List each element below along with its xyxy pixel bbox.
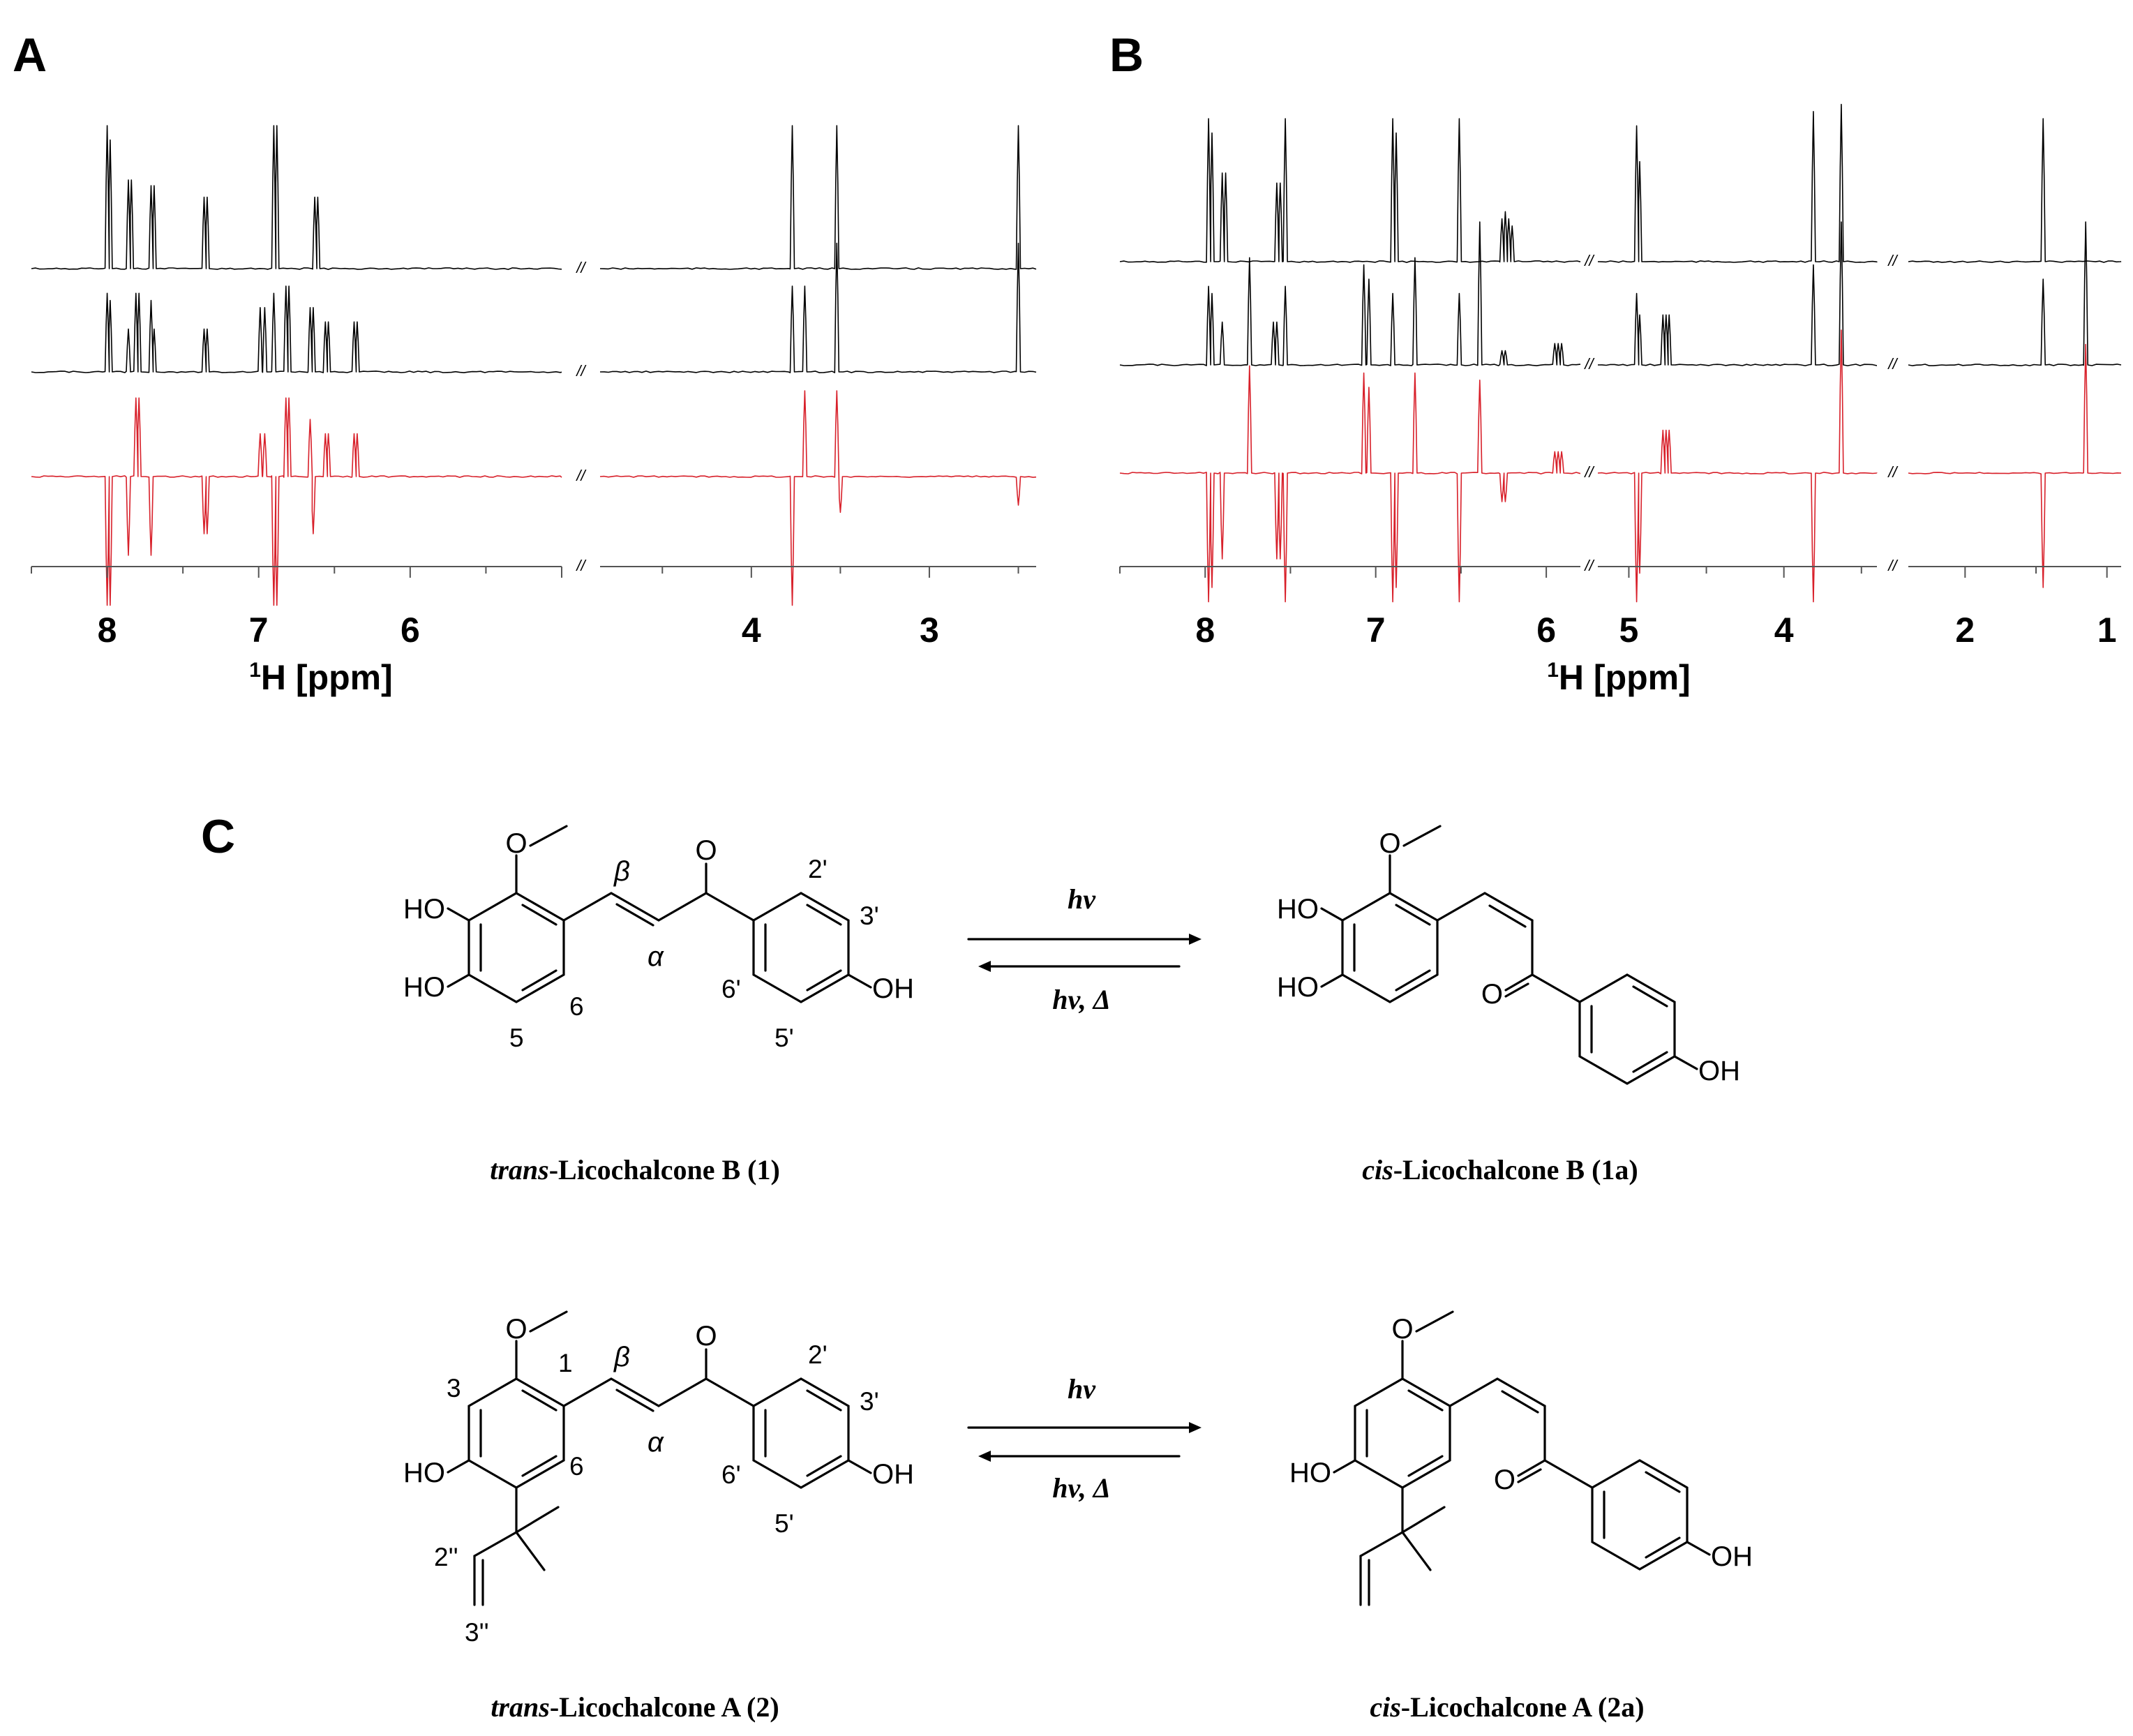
atom-o-carbonyl-2a: O [1494,1465,1515,1495]
label-1-2: 1 [558,1349,573,1377]
atom-oh-4p-1a: OH [1698,1056,1740,1086]
x-tick-label: 1 [2097,611,2117,650]
axis-break-marker: // [1583,557,1594,574]
compound-name-2a: cis-Licochalcone A (2a) [1370,1691,1644,1723]
panel-label-b: B [1109,29,1144,82]
label-3p-2: 3' [860,1387,879,1416]
label-6p-2: 6' [721,1460,741,1489]
nmr-spectra-panel-a: // // // 8 7 6 // 4 3 [31,125,1037,650]
atom-o-methoxy-2: O [505,1314,527,1345]
axis-break-marker: // [575,557,586,574]
atom-ho-2: HO [403,1458,445,1488]
atom-o-methoxy-1a: O [1379,828,1400,859]
atom-o-methoxy-1: O [505,828,527,859]
atom-ho-3-1: HO [403,894,445,925]
axis-break-marker: // [1887,463,1898,481]
label-3-2: 3 [447,1374,461,1402]
label-6p-1: 6' [721,975,741,1003]
spectrum-trace-2-segment-1 [1119,221,1581,366]
atom-ho-2a: HO [1289,1458,1331,1488]
atom-o-carbonyl-1a: O [1481,979,1503,1010]
axis-break-marker: // [575,467,586,484]
spectrum-trace-2-segment-2 [1597,221,1878,366]
x-tick-label: 5 [1619,611,1639,650]
axis-break-marker: // [575,362,586,380]
x-axis-label-b: 1H [ppm] [1547,658,1691,697]
label-3pp-2: 3'' [465,1618,489,1647]
structure-trans-licochalcone-b [447,825,872,1003]
label-2pp-2: 2'' [434,1543,458,1571]
label-6-2: 6 [569,1452,584,1481]
structure-cis-licochalcone-a [1333,1310,1711,1606]
label-beta-1: β [613,856,630,887]
x-tick-label: 3 [920,611,939,650]
spectrum-trace-1-segment-2 [1597,103,1878,263]
atom-o-methoxy-2a: O [1391,1314,1413,1345]
label-beta-2: β [613,1342,630,1372]
spectrum-trace-2-segment-3 [1908,221,2122,366]
spectrum-trace-2-segment-2 [599,242,1037,373]
structure-cis-licochalcone-b [1320,825,1698,1085]
spectrum-trace-1-segment-1 [31,125,562,270]
x-tick-label: 7 [1366,611,1386,650]
spectrum-trace-3-segment-1 [31,397,562,606]
label-2p-1: 2' [808,855,828,883]
equilibrium-arrows-1 [967,934,1202,972]
label-alpha-1: α [648,941,664,972]
label-2p-2: 2' [808,1340,828,1369]
x-tick-label: 4 [1774,611,1794,650]
label-alpha-2: α [648,1427,664,1458]
spectrum-trace-3-segment-1 [1119,365,1581,603]
structure-trans-licochalcone-a [447,1310,872,1606]
arrow-label-forward-1: hv [1068,883,1096,915]
label-3p-1: 3' [860,901,879,930]
spectrum-trace-2-segment-1 [31,285,562,373]
atom-ho-3-1a: HO [1277,894,1319,925]
x-tick-label: 6 [401,611,420,650]
axis-break-marker: // [1887,557,1898,574]
axis-break-marker: // [1887,252,1898,269]
spectrum-trace-3-segment-2 [1597,329,1878,603]
atom-o-carbonyl-1: O [695,835,717,866]
axis-break-marker: // [1583,355,1594,373]
axis-break-marker: // [1887,355,1898,373]
atom-ho-4-1: HO [403,972,445,1003]
atom-o-carbonyl-2: O [695,1321,717,1352]
nmr-spectra-panel-b: // // // // // // 8 7 6 // 5 4 // 2 1 [1119,103,2122,650]
atom-oh-4p-1: OH [872,973,914,1004]
arrow-label-forward-2: hv [1068,1373,1096,1405]
x-tick-label: 8 [98,611,117,650]
x-tick-label: 4 [742,611,761,650]
x-axis-label-a: 1H [ppm] [249,658,393,697]
spectrum-trace-1-segment-1 [1119,118,1581,263]
compound-name-1a: cis-Licochalcone B (1a) [1362,1154,1638,1185]
label-5-1: 5 [509,1024,524,1052]
panel-label-a: A [13,29,47,82]
compound-name-2: trans-Licochalcone A (2) [491,1691,779,1723]
spectrum-trace-3-segment-2 [599,390,1037,606]
atom-ho-4-1a: HO [1277,972,1319,1003]
atom-oh-4p-2: OH [872,1459,914,1490]
x-tick-label: 6 [1536,611,1556,650]
label-5p-1: 5' [774,1024,794,1052]
axis-break-marker: // [575,259,586,276]
label-5p-2: 5' [774,1509,794,1538]
label-6-1: 6 [569,992,584,1021]
atom-oh-4p-2a: OH [1711,1541,1753,1572]
spectrum-trace-1-segment-2 [599,125,1037,270]
axis-break-marker: // [1583,252,1594,269]
spectrum-trace-1-segment-3 [1908,118,2122,263]
spectrum-trace-3-segment-3 [1908,343,2122,588]
panel-label-c: C [201,810,235,863]
compound-name-1: trans-Licochalcone B (1) [490,1154,780,1185]
x-tick-label: 8 [1195,611,1215,650]
axis-break-marker: // [1583,463,1594,481]
arrow-label-backward-1: hv, Δ [1052,984,1111,1015]
equilibrium-arrows-2 [967,1422,1202,1462]
x-tick-label: 7 [249,611,269,650]
arrow-label-backward-2: hv, Δ [1052,1472,1111,1504]
x-tick-label: 2 [1955,611,1975,650]
